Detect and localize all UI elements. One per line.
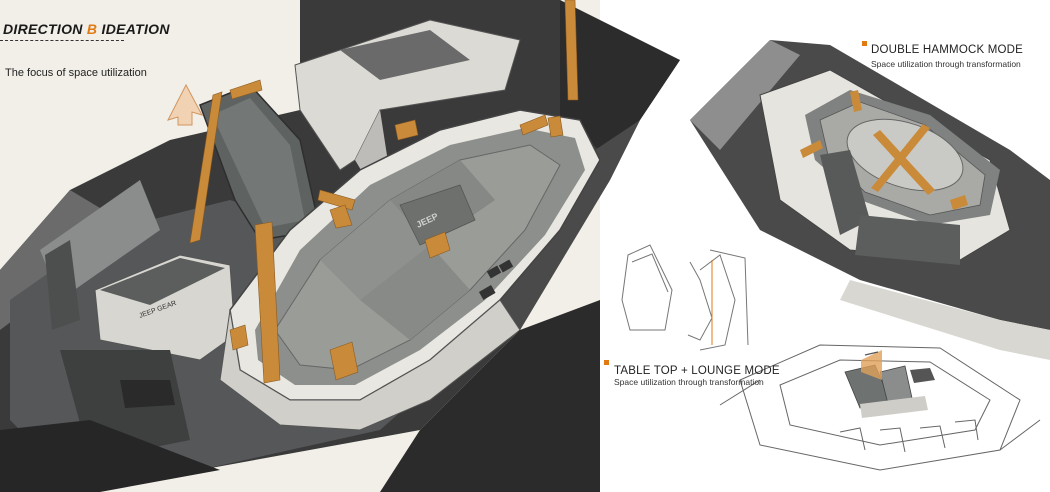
title-word-direction: DIRECTION [3, 21, 83, 37]
mode-marker-icon [604, 360, 609, 365]
title-word-ideation: IDEATION [101, 21, 170, 37]
title-letter-b: B [86, 21, 98, 37]
page-subtitle: The focus of space utilization [5, 67, 147, 79]
mode-title-table-top-lounge: TABLE TOP + LOUNGE MODE [614, 365, 780, 377]
mode-title-double-hammock: DOUBLE HAMMOCK MODE [871, 44, 1024, 56]
mode-marker-icon [862, 41, 867, 46]
mode-description-table-top-lounge: Space utilization through transformation [614, 377, 764, 387]
mode-description-double-hammock: Space utilization through transformation [871, 59, 1021, 69]
arrow-up-icon [167, 83, 204, 126]
title-underline [0, 40, 124, 41]
strap-group [189, 0, 579, 384]
page-title: DIRECTION B IDEATION [3, 21, 170, 37]
